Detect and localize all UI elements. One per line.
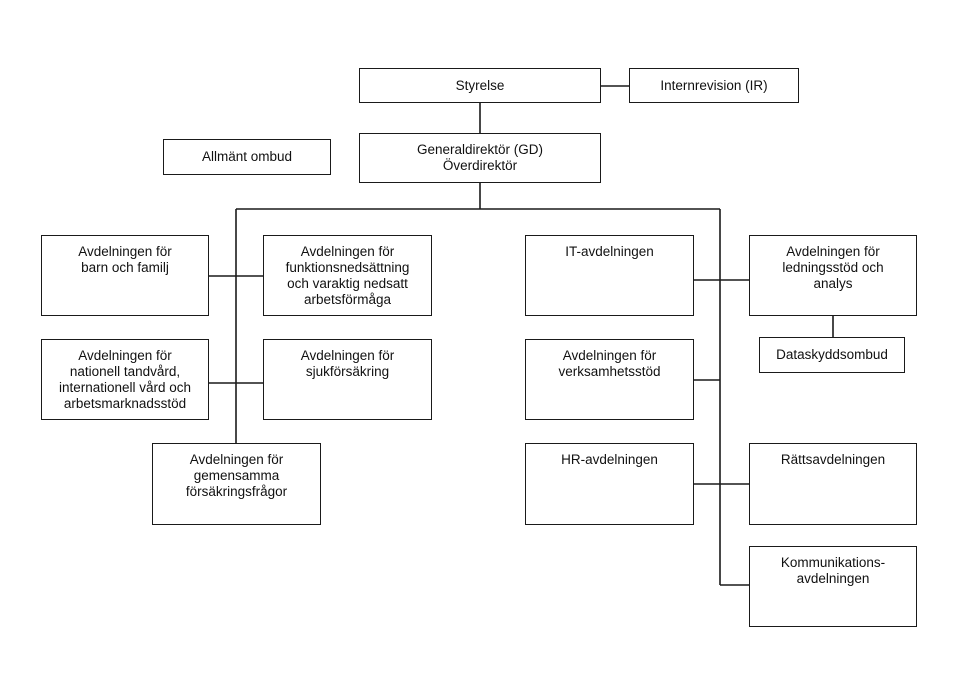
- label-funktionsnedsattning: Avdelningen för funktionsnedsättning och…: [285, 244, 410, 307]
- box-funktionsnedsattning: Avdelningen för funktionsnedsättning och…: [263, 235, 432, 316]
- label-sjukforsakring: Avdelningen för sjukförsäkring: [300, 348, 395, 379]
- box-barn-familj: Avdelningen för barn och familj: [41, 235, 209, 316]
- label-allmant-ombud: Allmänt ombud: [201, 149, 293, 164]
- box-kommunikation: Kommunikations- avdelningen: [749, 546, 917, 627]
- label-dataskyddsombud: Dataskyddsombud: [776, 347, 888, 362]
- box-sjukforsakring: Avdelningen för sjukförsäkring: [263, 339, 432, 420]
- label-barn-familj: Avdelningen för barn och familj: [78, 244, 172, 275]
- label-internrevision: Internrevision (IR): [660, 77, 768, 93]
- box-styrelse: Styrelse: [359, 68, 601, 103]
- label-generaldirektor: Generaldirektör (GD) Överdirektör: [416, 142, 544, 173]
- box-gemensamma: Avdelningen för gemensamma försäkringsfr…: [152, 443, 321, 525]
- label-it-avdelningen: IT-avdelningen: [565, 244, 654, 259]
- label-rattsavdelningen: Rättsavdelningen: [780, 452, 886, 467]
- box-dataskyddsombud: Dataskyddsombud: [759, 337, 905, 373]
- label-tandvard: Avdelningen för nationell tandvård, inte…: [58, 348, 192, 411]
- box-hr-avdelningen: HR-avdelningen: [525, 443, 694, 525]
- label-ledningsstod: Avdelningen för ledningsstöd och analys: [782, 244, 884, 291]
- box-allmant-ombud: Allmänt ombud: [163, 139, 331, 175]
- label-styrelse: Styrelse: [455, 77, 505, 93]
- box-generaldirektor: Generaldirektör (GD) Överdirektör: [359, 133, 601, 183]
- label-gemensamma: Avdelningen för gemensamma försäkringsfr…: [185, 452, 288, 499]
- label-hr-avdelningen: HR-avdelningen: [561, 452, 658, 467]
- box-ledningsstod: Avdelningen för ledningsstöd och analys: [749, 235, 917, 316]
- box-it-avdelningen: IT-avdelningen: [525, 235, 694, 316]
- box-internrevision: Internrevision (IR): [629, 68, 799, 103]
- label-verksamhetsstod: Avdelningen för verksamhetsstöd: [558, 348, 661, 379]
- box-rattsavdelningen: Rättsavdelningen: [749, 443, 917, 525]
- label-kommunikation: Kommunikations- avdelningen: [780, 555, 886, 586]
- box-verksamhetsstod: Avdelningen för verksamhetsstöd: [525, 339, 694, 420]
- box-tandvard: Avdelningen för nationell tandvård, inte…: [41, 339, 209, 420]
